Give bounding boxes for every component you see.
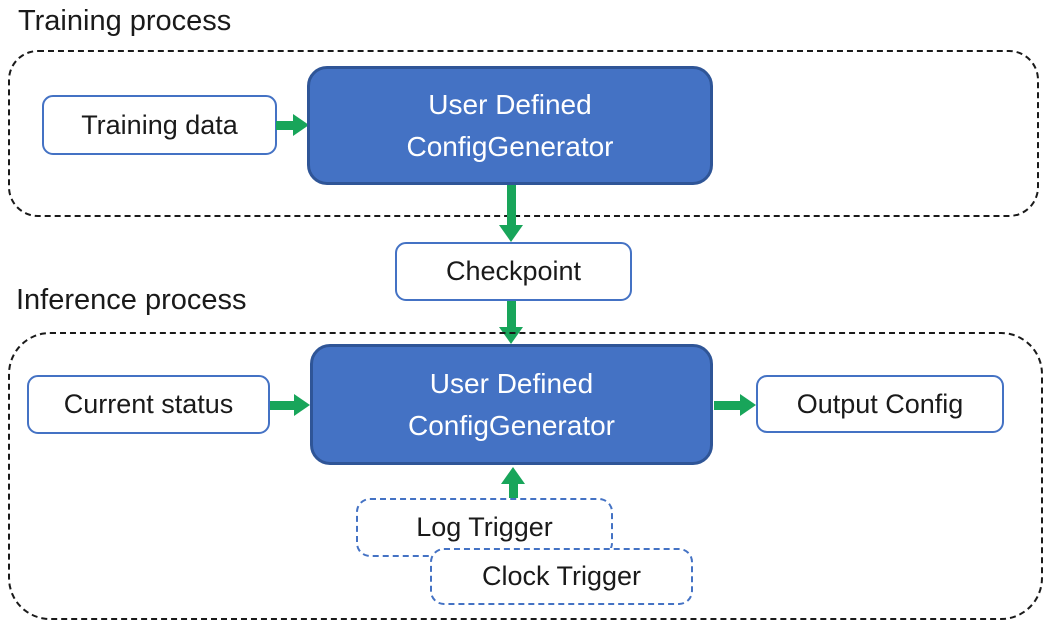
training-config-generator-box: User Defined ConfigGenerator bbox=[307, 66, 713, 185]
arrow-current-status-to-generator bbox=[270, 394, 310, 416]
inference-process-label: Inference process bbox=[16, 284, 247, 316]
generator-label-line2: ConfigGenerator bbox=[406, 130, 614, 162]
generator-label-line1: User Defined bbox=[429, 367, 594, 399]
arrow-right-head-icon bbox=[740, 394, 756, 416]
inference-process-container bbox=[8, 332, 1043, 620]
generator-label-line2: ConfigGenerator bbox=[407, 409, 615, 441]
arrow-shaft bbox=[506, 301, 516, 327]
training-data-label: Training data bbox=[81, 109, 238, 140]
training-process-container bbox=[8, 50, 1039, 217]
generator-label-line1: User Defined bbox=[428, 88, 592, 120]
output-config-box: Output Config bbox=[756, 375, 1004, 433]
arrow-right-head-icon bbox=[294, 394, 310, 416]
arrow-triggers-to-generator bbox=[501, 467, 525, 498]
training-data-box: Training data bbox=[42, 95, 277, 155]
arrow-training-data-to-generator bbox=[276, 114, 309, 136]
arrow-shaft bbox=[276, 120, 293, 130]
inference-config-generator-box: User Defined ConfigGenerator bbox=[310, 344, 713, 465]
arrow-shaft bbox=[508, 484, 518, 498]
checkpoint-label: Checkpoint bbox=[445, 256, 582, 286]
arrow-checkpoint-to-generator bbox=[499, 301, 523, 344]
arrow-generator-to-output bbox=[714, 394, 756, 416]
log-trigger-label: Log Trigger bbox=[416, 512, 553, 542]
arrow-right-head-icon bbox=[293, 114, 309, 136]
arrow-shaft bbox=[506, 185, 516, 225]
checkpoint-box: Checkpoint bbox=[395, 242, 632, 301]
arrow-shaft bbox=[270, 400, 294, 410]
arrow-shaft bbox=[714, 400, 740, 410]
clock-trigger-label: Clock Trigger bbox=[481, 561, 642, 591]
arrow-up-head-icon bbox=[501, 467, 525, 484]
log-trigger-box: Log Trigger bbox=[356, 498, 613, 557]
output-config-label: Output Config bbox=[796, 388, 964, 419]
arrow-down-head-icon bbox=[499, 225, 523, 242]
arrow-generator-to-checkpoint bbox=[499, 185, 523, 242]
training-process-label: Training process bbox=[18, 5, 232, 37]
current-status-label: Current status bbox=[63, 389, 234, 419]
current-status-box: Current status bbox=[27, 375, 270, 434]
clock-trigger-box: Clock Trigger bbox=[430, 548, 693, 605]
arrow-down-head-icon bbox=[499, 327, 523, 344]
